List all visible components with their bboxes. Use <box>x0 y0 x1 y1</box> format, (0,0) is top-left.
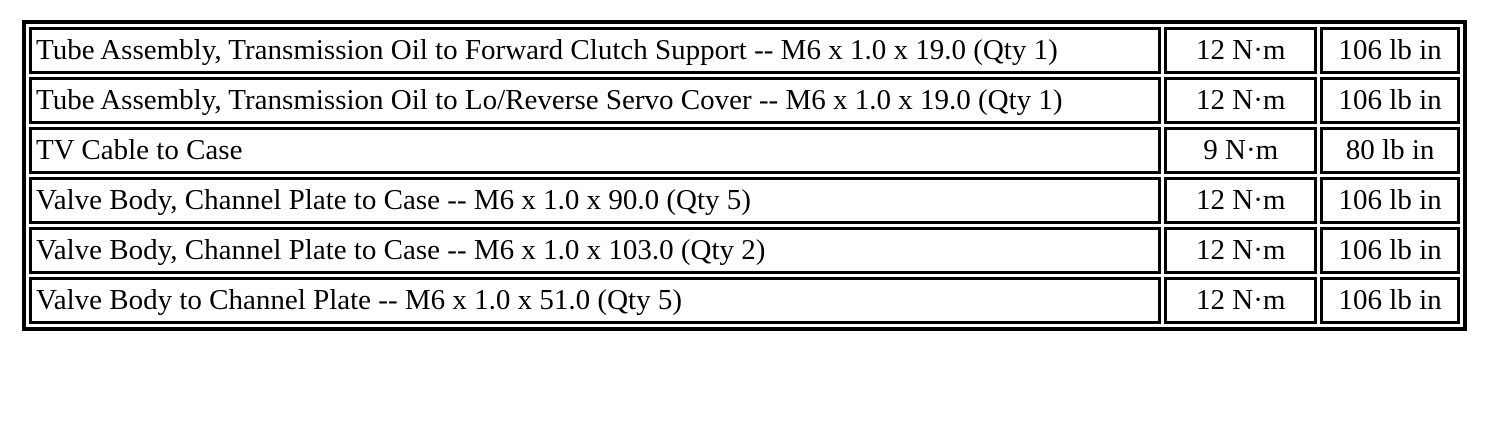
torque-metric-cell: 9 N·m <box>1164 127 1318 174</box>
torque-imperial-cell: 80 lb in <box>1320 127 1460 174</box>
torque-spec-table: Tube Assembly, Transmission Oil to Forwa… <box>22 20 1467 331</box>
torque-metric-cell: 12 N·m <box>1164 27 1318 74</box>
fastener-description-cell: Tube Assembly, Transmission Oil to Forwa… <box>29 27 1162 74</box>
fastener-description-cell: Tube Assembly, Transmission Oil to Lo/Re… <box>29 77 1162 124</box>
torque-metric-cell: 12 N·m <box>1164 77 1318 124</box>
table-row: Valve Body to Channel Plate -- M6 x 1.0 … <box>29 277 1460 324</box>
torque-spec-table-body: Tube Assembly, Transmission Oil to Forwa… <box>29 27 1460 324</box>
table-row: Tube Assembly, Transmission Oil to Lo/Re… <box>29 77 1460 124</box>
fastener-description-cell: Valve Body, Channel Plate to Case -- M6 … <box>29 227 1162 274</box>
fastener-description-cell: Valve Body to Channel Plate -- M6 x 1.0 … <box>29 277 1162 324</box>
table-row: Valve Body, Channel Plate to Case -- M6 … <box>29 227 1460 274</box>
torque-imperial-cell: 106 lb in <box>1320 77 1460 124</box>
torque-metric-cell: 12 N·m <box>1164 177 1318 224</box>
torque-imperial-cell: 106 lb in <box>1320 277 1460 324</box>
torque-metric-cell: 12 N·m <box>1164 277 1318 324</box>
torque-imperial-cell: 106 lb in <box>1320 227 1460 274</box>
table-row: Tube Assembly, Transmission Oil to Forwa… <box>29 27 1460 74</box>
fastener-description-cell: TV Cable to Case <box>29 127 1162 174</box>
torque-imperial-cell: 106 lb in <box>1320 177 1460 224</box>
torque-imperial-cell: 106 lb in <box>1320 27 1460 74</box>
fastener-description-cell: Valve Body, Channel Plate to Case -- M6 … <box>29 177 1162 224</box>
table-row: TV Cable to Case 9 N·m 80 lb in <box>29 127 1460 174</box>
torque-metric-cell: 12 N·m <box>1164 227 1318 274</box>
table-row: Valve Body, Channel Plate to Case -- M6 … <box>29 177 1460 224</box>
